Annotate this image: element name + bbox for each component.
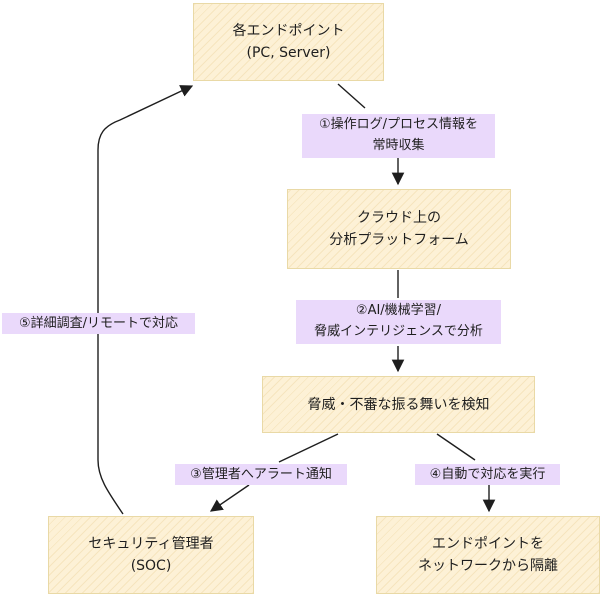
edge-label-analyze: ②AI/機械学習/ 脅威インテリジェンスで分析: [296, 300, 501, 344]
node-isolate-line1: エンドポイントを: [432, 536, 544, 552]
node-cloud-line2: 分析プラットフォーム: [329, 232, 469, 248]
edge-label-remote-line1: ⑤詳細調査/リモートで対応: [18, 316, 179, 331]
node-cloud-line1: クラウド上の: [357, 210, 441, 226]
edge-label-analyze-line2: 脅威インテリジェンスで分析: [314, 324, 483, 339]
edge-label-collect: ①操作ログ/プロセス情報を 常時収集: [302, 114, 495, 158]
node-soc-line2: (SOC): [130, 558, 172, 574]
node-soc-line1: セキュリティ管理者: [88, 536, 214, 552]
edge-label-remote: ⑤詳細調査/リモートで対応: [2, 313, 195, 334]
edge-label-collect-line2: 常時収集: [372, 138, 425, 153]
edge-label-auto-line1: ④自動で対応を実行: [429, 467, 546, 482]
node-detect-line1: 脅威・不審な振る舞いを検知: [307, 396, 490, 413]
node-soc: セキュリティ管理者 (SOC): [48, 516, 254, 594]
node-isolate: エンドポイントを ネットワークから隔離: [376, 516, 600, 594]
edge-label-notify-line1: ③管理者へアラート通知: [190, 467, 332, 482]
edge-remote-arrow: [97, 85, 194, 515]
node-endpoints: 各エンドポイント (PC, Server): [193, 3, 384, 81]
edge-label-analyze-line1: ②AI/機械学習/: [355, 303, 442, 318]
edge-label-collect-line1: ①操作ログ/プロセス情報を: [318, 117, 479, 132]
edge-label-auto: ④自動で対応を実行: [415, 464, 560, 485]
node-endpoints-line1: 各エンドポイント: [232, 23, 345, 39]
edge-notify-line: [278, 433, 339, 463]
edge-auto-line: [436, 433, 476, 461]
edge-label-notify: ③管理者へアラート通知: [175, 464, 347, 485]
edge-notify-arrow: [209, 484, 250, 512]
node-detect: 脅威・不審な振る舞いを検知: [262, 376, 535, 433]
node-endpoints-line2: (PC, Server): [246, 45, 331, 61]
node-cloud: クラウド上の 分析プラットフォーム: [287, 189, 511, 269]
edge-collect-line: [337, 83, 366, 109]
node-isolate-line2: ネットワークから隔離: [418, 558, 558, 574]
